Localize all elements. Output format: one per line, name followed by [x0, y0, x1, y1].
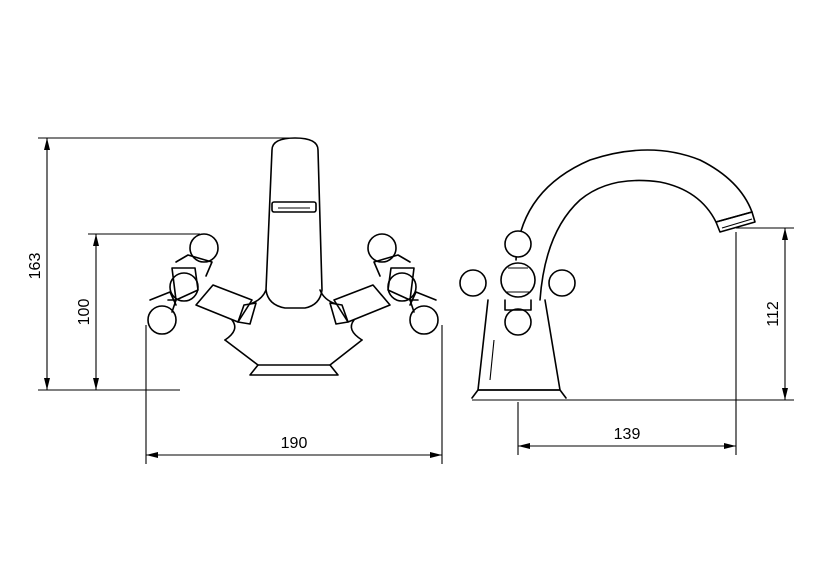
dimension-side-spout-height: 112 [472, 227, 794, 401]
dimension-front-handle-height: 100 [76, 233, 200, 390]
dim-label-112: 112 [765, 301, 782, 327]
dim-label-163: 163 [27, 253, 44, 280]
side-view-tap [459, 149, 756, 399]
front-view-tap [147, 137, 439, 376]
dim-label-139: 139 [614, 426, 641, 443]
dim-label-100: 100 [76, 299, 93, 326]
dim-label-190: 190 [281, 435, 308, 452]
dimension-front-width: 190 [145, 325, 443, 464]
dimension-front-total-height: 163 [27, 137, 290, 391]
dimension-side-depth: 139 [517, 232, 737, 455]
